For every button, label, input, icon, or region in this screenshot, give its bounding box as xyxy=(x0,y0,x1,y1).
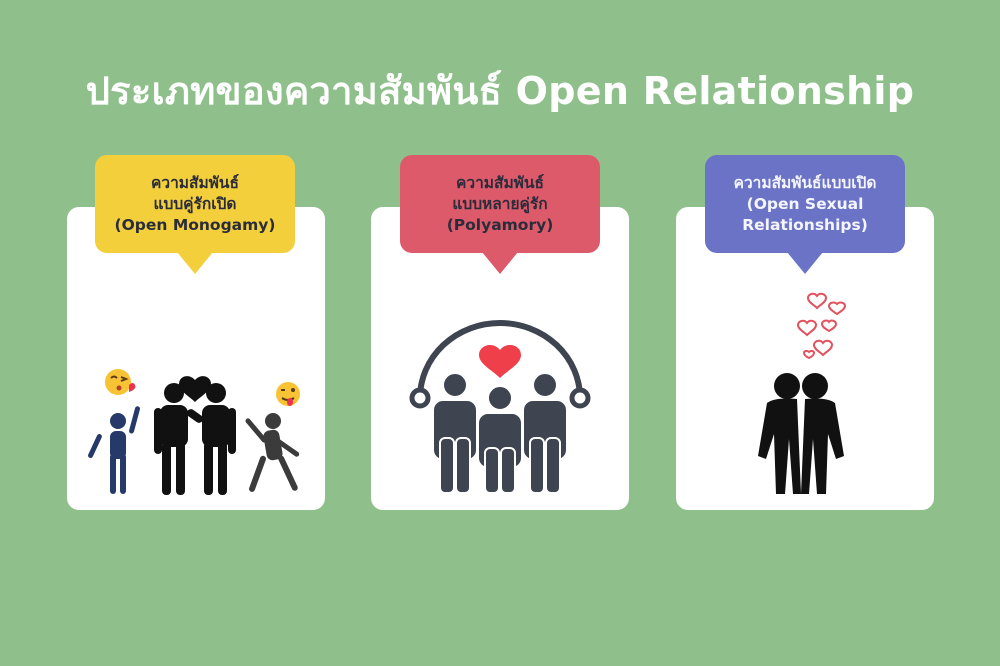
bubble-line: แบบหลายคู่รัก xyxy=(452,194,548,213)
bubble-line: (Open Sexual xyxy=(746,194,864,213)
bubble-line: (Open Monogamy) xyxy=(114,215,276,234)
heart-icon xyxy=(179,376,211,402)
dancing-person-icon xyxy=(245,413,300,492)
couple-icon xyxy=(154,383,236,495)
bubble-line: ความสัมพันธ์ xyxy=(456,173,544,192)
winking-tongue-emoji-icon xyxy=(276,382,300,406)
three-people-icon xyxy=(432,372,568,494)
bubble-line: (Polyamory) xyxy=(446,215,554,234)
polyamory-illustration xyxy=(409,320,591,494)
bubble-line: แบบคู่รักเปิด xyxy=(153,194,237,213)
person-icon xyxy=(88,406,140,494)
bubble-line: ความสัมพันธ์แบบเปิด xyxy=(733,173,877,192)
embracing-couple-icon xyxy=(758,373,844,494)
bubble-line: ความสัมพันธ์ xyxy=(151,173,239,192)
bubble-open-sexual: ความสัมพันธ์แบบเปิด (Open Sexual Relatio… xyxy=(705,155,905,274)
bubble-open-monogamy: ความสัมพันธ์ แบบคู่รักเปิด (Open Monogam… xyxy=(95,155,295,274)
open-monogamy-illustration xyxy=(88,369,300,495)
connection-arc xyxy=(409,320,591,409)
hearts-icon xyxy=(796,292,847,360)
kissing-emoji-icon xyxy=(105,369,136,395)
page-title: ประเภทของความสัมพันธ์ Open Relationship xyxy=(85,69,915,113)
bubble-polyamory: ความสัมพันธ์ แบบหลายคู่รัก (Polyamory) xyxy=(400,155,600,274)
open-sexual-illustration xyxy=(758,292,847,494)
bubble-line: Relationships) xyxy=(742,215,868,234)
heart-icon xyxy=(479,344,521,378)
